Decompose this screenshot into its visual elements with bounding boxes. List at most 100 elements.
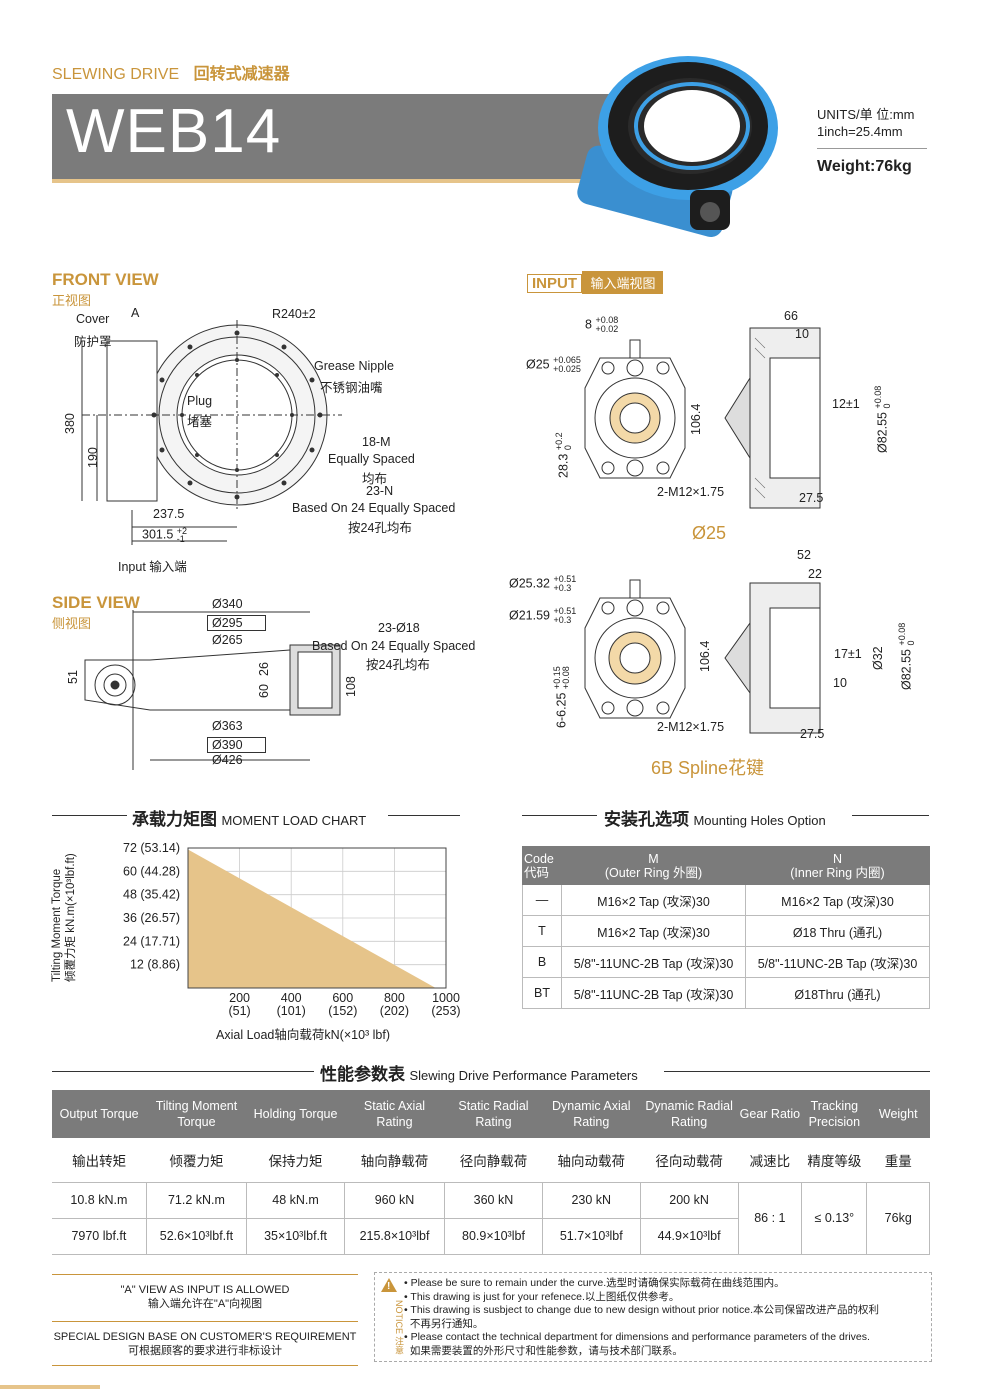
fv-h190: 190 [86,447,100,468]
fv-input: Input 输入端 [118,560,187,574]
notice-item: • This drawing is just for your refenece… [404,1290,680,1303]
sv-h60: 60 [257,684,271,698]
series-en: SLEWING DRIVE [52,66,180,83]
ib-d2532-dn: +0.3 [553,583,572,593]
ib-d625-tol: +0.15+0.08 [552,666,571,689]
sv-d340: Ø340 [212,597,243,611]
mh-m-cell: M16×2 Tap (攻深)30 [561,884,746,916]
perf-header-cell: Static Axial Rating [363,1099,426,1129]
perf-header-cn-cell: 保持力矩 [268,1153,323,1169]
perf-header-cn: 输出转矩倾覆力矩保持力矩轴向静载荷径向静载荷轴向动载荷径向动载荷减速比精度等级重… [52,1138,930,1182]
ia-d8: 8 +0.08+0.02 [585,316,618,334]
ia-d8-up: +0.08 [595,315,619,325]
ib-d22: 22 [808,567,822,581]
plot-border [187,847,447,989]
perf-header-cn-cell: 精度等级 [807,1153,862,1169]
model-banner [52,94,632,183]
mh-n-cell: Ø18 Thru (通孔) [745,915,930,947]
perf-merged-cell: ≤ 0.13° [801,1182,868,1254]
mounting-title: 安装孔选项 Mounting Holes Option [604,805,826,830]
fv-a: A [131,306,140,320]
weight-underline [817,148,927,149]
fv-d301: 301.5 +2 -1 [142,526,188,544]
x-tick-label: 600 [332,991,353,1005]
perf-value-cell: 360 kN [444,1182,543,1218]
sv-h108: 108 [344,676,358,697]
x-tick-label: 400 [281,991,302,1005]
fv-based-en: Based On 24 Equally Spaced [292,501,456,515]
mh-code-cn: 代码 [524,865,550,880]
fv-d301-tol: +2 -1 [176,526,188,544]
inch-conversion: 1inch=25.4mm [817,124,903,139]
product-image [577,56,778,237]
perf-merged-cell: 76kg [866,1182,930,1254]
y-tick-label: 60 (44.28) [123,864,180,878]
sv-d390: Ø390 [207,737,266,753]
x-tick-sublabel: (51) [228,1004,250,1018]
ib-caption: 6B Spline花键 [651,758,765,778]
moment-title: 承载力矩图 MOMENT LOAD CHART [132,805,366,830]
moment-ylabel: Tilting Moment Torque 倾覆力矩 kN.m(×10³lbf.… [50,853,78,982]
notice-item: 不再另行通知。 [404,1317,484,1330]
fv-n23: 23-N [366,484,394,498]
fv-d301-up: +2 [176,526,188,536]
x-tick-label: 800 [384,991,405,1005]
y-tick-label: 12 (8.86) [130,958,180,972]
perf-value-cell: 52.6×10³lbf.ft [146,1218,248,1254]
front-view-subtitle: 正视图 [52,293,92,308]
fv-d301-dn: -1 [176,534,185,544]
model-title: WEB14 [66,97,282,166]
sv-d265: Ø265 [212,633,243,647]
ia-d82-v: Ø82.55 [875,411,890,453]
ib-d625: 6-6.25 +0.15+0.08 [552,666,571,728]
perf-value-cell: 44.9×10³lbf [640,1218,739,1254]
ib-d106: 106.4 [698,640,712,672]
mh-code-cell: BT [522,977,562,1009]
ib-d2532-tol: +0.51+0.3 [554,575,577,593]
perf-header-cell: Tilting Moment Torque [155,1099,238,1129]
mh-m-cell: 5/8"-11UNC-2B Tap (攻深)30 [561,977,746,1009]
perf-value-cell: 71.2 kN.m [146,1182,248,1218]
mh-n-sub: (Inner Ring 内圈) [790,865,885,880]
series-title: SLEWING DRIVE 回转式减速器 [52,60,290,84]
side-view-subtitle: 侧视图 [52,616,92,631]
mh-code-cell: T [522,915,562,947]
fv-radius: R240±2 [272,307,316,321]
moment-chart: 72 (53.14)60 (44.28)48 (35.42)36 (26.57)… [123,841,460,1018]
fv-cover-cn: 防护罩 [74,335,112,349]
x-tick-sublabel: (152) [328,1004,357,1018]
ia-d82-dn: 0 [882,403,892,409]
ia-d66: 66 [784,309,798,323]
fv-based-cn: 按24孔均布 [348,521,412,535]
perf-header-cell: Weight [878,1107,918,1121]
fv-h380: 380 [63,413,77,434]
ia-d8-tol: +0.08+0.02 [595,316,618,334]
input-tag-cn: 输入端视图 [582,271,664,294]
footer-left: "A" VIEW AS INPUT IS ALLOWED 输入端允许在"A"向视… [52,1274,358,1366]
mh-m-cell: 5/8"-11UNC-2B Tap (攻深)30 [561,946,746,978]
side-view-title: SIDE VIEW [52,593,140,612]
mounting-title-en: Mounting Holes Option [693,813,826,828]
ia-d8-dn: +0.02 [595,324,619,334]
ib-m12: 2-M12×1.75 [657,720,725,734]
y-tick-label: 24 (17.71) [123,934,180,948]
mh-n: N (Inner Ring 内圈) [745,846,930,885]
perf-value-cell: 48 kN.m [246,1182,345,1218]
perf-title-line-left [52,1071,314,1072]
perf-value-cell: 35×10³lbf.ft [246,1218,345,1254]
perf-header-cell: Output Torque [59,1107,139,1121]
x-tick-label: 1000 [432,991,460,1005]
moment-ylabel-cn: 倾覆力矩 kN.m(×10³lbf.ft) [65,853,77,982]
ib-d32: Ø32 [871,646,885,670]
perf-header-cell: Tracking Precision [808,1099,861,1129]
fv-cover-en: Cover [76,312,110,326]
perf-title-en: Slewing Drive Performance Parameters [409,1068,638,1083]
mounting-header: Code 代码 M (Outer Ring 外圈) N (Inner Ring … [522,846,930,885]
ia-d28-v: 28.3 [556,453,571,478]
ib-d2159-dn: +0.3 [553,615,572,625]
